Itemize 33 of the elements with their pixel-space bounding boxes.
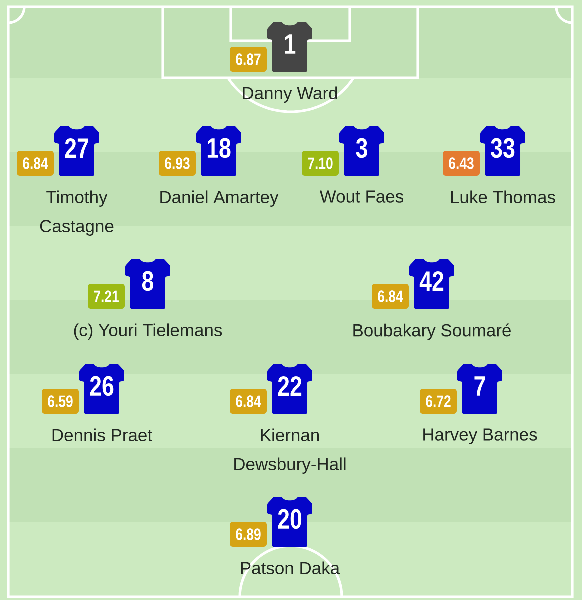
player-name: Kiernan Dewsbury-Hall: [234, 428, 346, 474]
jersey: 20: [268, 497, 312, 547]
jersey: 22: [268, 364, 312, 414]
rating-badge: 6.43: [443, 151, 480, 176]
rating-badge: 6.89: [230, 522, 267, 547]
rating-badge: 6.93: [159, 151, 196, 176]
player-name: Timothy Castagne: [40, 190, 114, 236]
player-name: Wout Faes: [320, 190, 404, 203]
player-name: (c) Youri Tielemans: [74, 324, 222, 340]
player-name: Daniel Amartey: [160, 190, 279, 208]
jersey: 33: [480, 126, 526, 176]
rating-badge: 6.59: [42, 389, 79, 414]
rating-badge: 6.72: [420, 389, 457, 414]
jersey: 8: [126, 259, 170, 309]
player-name: Danny Ward: [243, 86, 338, 104]
rating-badge: 6.84: [230, 389, 267, 414]
jersey: 1: [268, 22, 312, 72]
player-name: Luke Thomas: [451, 190, 556, 204]
jersey: 7: [458, 364, 502, 414]
rating-badge: 6.84: [372, 284, 409, 309]
player-name: Boubakary Soumaré: [354, 324, 511, 340]
player-name: Patson Daka: [241, 562, 340, 575]
rating-badge: 7.21: [88, 284, 125, 309]
jersey: 3: [340, 126, 384, 176]
rating-badge: 6.87: [230, 47, 267, 72]
jersey: 18: [196, 126, 242, 176]
rating-badge: 6.84: [17, 151, 54, 176]
jersey: 42: [410, 259, 454, 309]
player-name: Dennis Praet: [52, 428, 152, 442]
jersey: 26: [80, 364, 124, 414]
jersey: 27: [54, 126, 100, 176]
rating-badge: 7.10: [302, 151, 339, 176]
player-name: Harvey Barnes: [424, 428, 538, 444]
